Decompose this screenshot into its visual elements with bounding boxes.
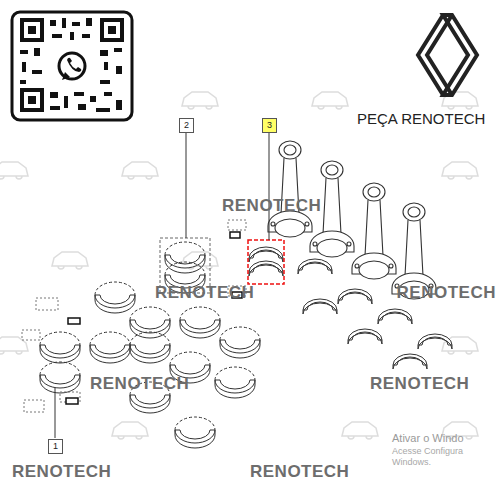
system-notice: Ativar o Windo xyxy=(392,432,464,444)
system-notice: Windows. xyxy=(392,457,431,467)
callout-box: 3 xyxy=(262,118,277,133)
callout-number: 2 xyxy=(184,121,189,130)
watermark: RENOTECH xyxy=(370,374,469,394)
callout-number: 1 xyxy=(53,442,58,451)
watermark: RENOTECH xyxy=(250,462,349,482)
watermark: RENOTECH xyxy=(90,374,189,394)
watermark: RENOTECH xyxy=(222,196,321,216)
callout-box: 1 xyxy=(48,439,63,454)
system-notice: Acesse Configura xyxy=(392,446,463,456)
callout-number: 3 xyxy=(267,121,272,130)
brand-title: PEÇA RENOTECH xyxy=(357,110,485,127)
watermark: RENOTECH xyxy=(155,283,254,303)
watermark: RENOTECH xyxy=(12,462,111,482)
watermark: RENOTECH xyxy=(397,283,496,303)
callout-box: 2 xyxy=(179,118,194,133)
